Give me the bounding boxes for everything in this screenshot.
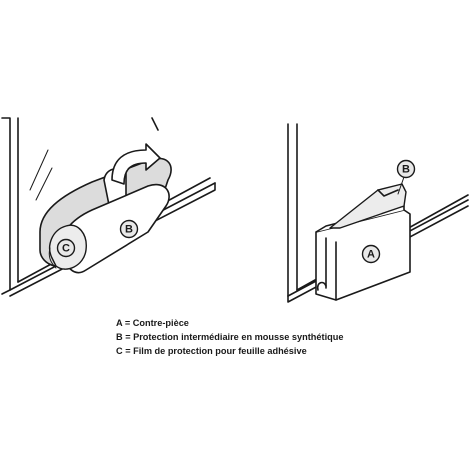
left-glass-panel (1, 117, 19, 291)
right-callout-a-label: A (367, 249, 375, 261)
legend-item-c: C = Film de protection pour feuille adhé… (116, 346, 307, 356)
left-callout-b-label: B (125, 224, 133, 236)
right-callout-b-label: B (402, 164, 410, 176)
left-figure (1, 117, 216, 297)
right-glass-panel (287, 123, 298, 297)
legend: A = Contre-pièce B = Protection interméd… (116, 316, 343, 358)
left-glass-reflection (29, 149, 53, 201)
right-callout-b: B (396, 159, 416, 179)
left-callout-c: C (56, 238, 76, 258)
right-figure (287, 123, 469, 303)
left-curved-arrow (111, 143, 161, 185)
right-callout-a: A (361, 244, 381, 264)
legend-item-a: A = Contre-pièce (116, 318, 189, 328)
left-callout-c-label: C (62, 243, 70, 255)
left-callout-b: B (119, 219, 139, 239)
legend-item-b: B = Protection intermédiaire en mousse s… (116, 332, 344, 342)
